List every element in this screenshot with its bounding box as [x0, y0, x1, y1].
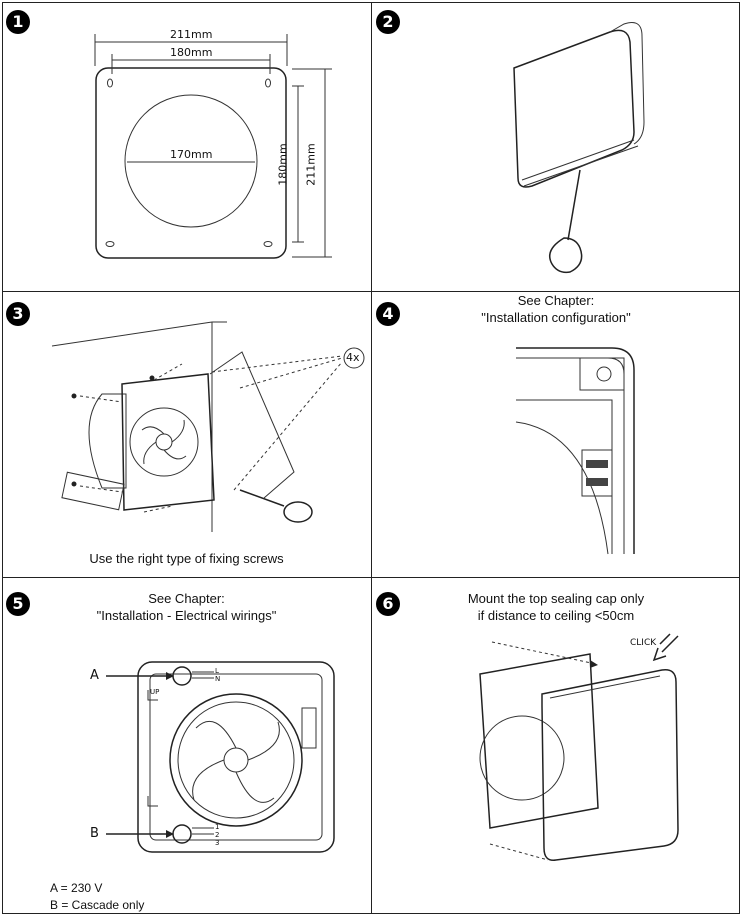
- sealing-cap-instruction-line1: Mount the top sealing cap only: [467, 591, 645, 606]
- panel-step-1: 1 211mm 180mm 170mm 180mm 211mm: [2, 2, 371, 291]
- chapter-reference-label: See Chapter:: [517, 293, 595, 308]
- grid-divider-row-2: [2, 577, 740, 578]
- dim-outer-height: 211mm: [304, 143, 318, 186]
- sealing-cap-instruction-line2: if distance to ceiling <50cm: [477, 608, 635, 623]
- grid-divider-row-1: [2, 291, 740, 292]
- step-number-2: 2: [376, 10, 400, 34]
- configuration-detail-drawing: [515, 347, 635, 555]
- chapter-reference-label: See Chapter:: [148, 591, 225, 606]
- connection-a-label: A: [90, 668, 99, 683]
- electrical-wiring-drawing: [106, 661, 335, 853]
- wall-plate-dimension-drawing: [94, 34, 332, 259]
- legend-a: A = 230 V: [50, 881, 103, 895]
- grid-divider-vertical: [371, 2, 372, 914]
- dim-outer-width: 211mm: [170, 28, 213, 41]
- dim-inner-width: 180mm: [170, 46, 213, 59]
- terminal-l-label: L: [215, 667, 219, 675]
- up-marker: UP: [150, 688, 160, 696]
- terminal-2-label: 2: [215, 831, 220, 839]
- chapter-reference-title: "Installation - Electrical wirings": [96, 608, 277, 623]
- dim-hole-diameter: 170mm: [170, 148, 213, 161]
- screw-count: 4x: [346, 351, 360, 364]
- terminal-3-label: 3: [215, 839, 220, 847]
- fixing-screws-caption: Use the right type of fixing screws: [89, 551, 284, 566]
- fan-cover-removal-drawing: [513, 22, 645, 274]
- panel-step-6: 6 Mount the top sealing cap only if dist…: [372, 578, 740, 914]
- step-number-4: 4: [376, 302, 400, 326]
- wall-mounting-drawing: [51, 321, 365, 532]
- terminal-n-label: N: [215, 675, 221, 683]
- step-number-1: 1: [6, 10, 30, 34]
- legend-b: B = Cascade only: [50, 898, 145, 912]
- step-number-6: 6: [376, 592, 400, 616]
- panel-step-3: 3 4x Use the right ty: [2, 292, 371, 577]
- sealing-cap-mount-drawing: [479, 633, 679, 861]
- step-number-5: 5: [6, 592, 30, 616]
- connection-b-label: B: [90, 826, 99, 841]
- dim-inner-height: 180mm: [276, 143, 290, 186]
- chapter-reference-title: "Installation configuration": [481, 310, 631, 325]
- panel-step-5: 5 See Chapter: "Installation - Electrica…: [2, 578, 371, 914]
- terminal-1-label: 1: [215, 823, 220, 831]
- click-label: CLICK: [630, 638, 657, 648]
- panel-step-2: 2: [372, 2, 740, 291]
- step-number-3: 3: [6, 302, 30, 326]
- panel-step-4: 4 See Chapter: "Installation configurati…: [372, 292, 740, 577]
